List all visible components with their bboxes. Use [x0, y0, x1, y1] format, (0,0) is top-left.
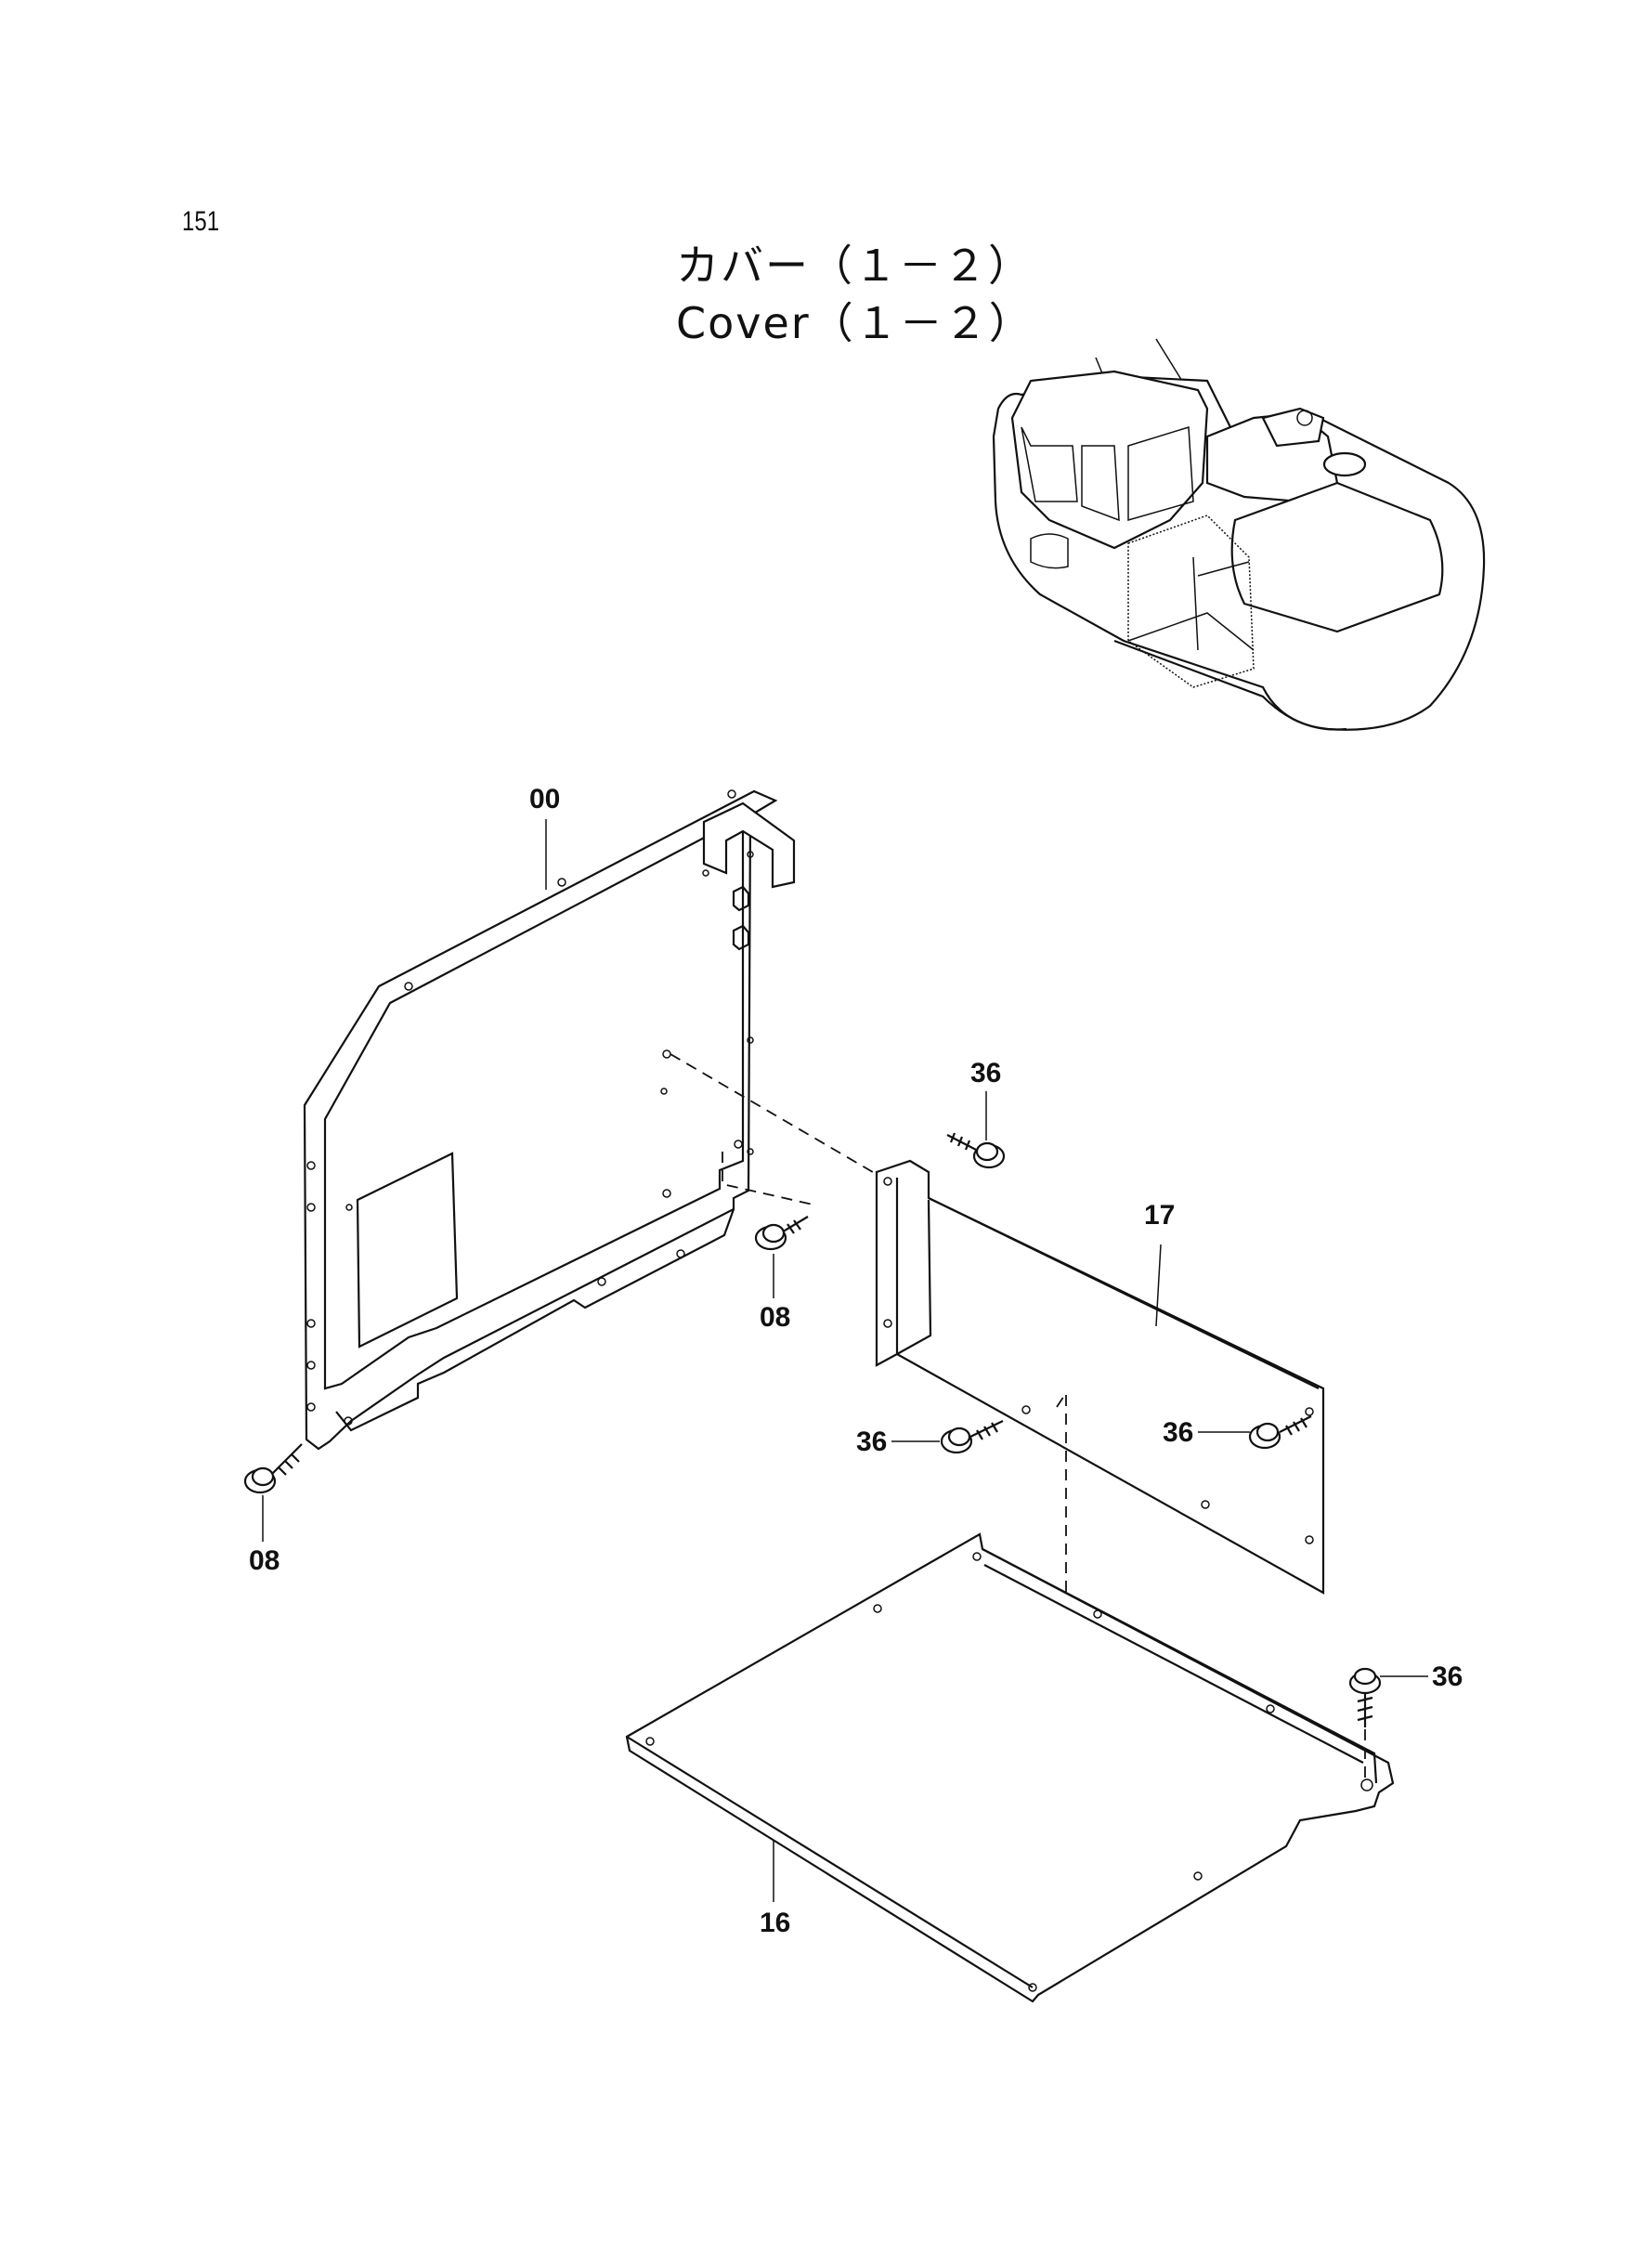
bolt-36-top [946, 1091, 1006, 1169]
excavator-overview [992, 338, 1486, 731]
bolt-36-bottom-right [1348, 1667, 1428, 1783]
callout-36-right: 36 [1163, 1417, 1193, 1448]
callout-08-center: 08 [760, 1302, 790, 1333]
bolt-08-left [243, 1443, 303, 1542]
title-japanese: カバー（１－２） [676, 241, 1033, 291]
part-00-frame [303, 789, 796, 1451]
callout-36-left: 36 [856, 1427, 887, 1457]
title-english: Cover（１－２） [676, 298, 1034, 348]
callout-00: 00 [529, 784, 560, 814]
callout-36-top: 36 [970, 1058, 1001, 1088]
callout-36-bottom-right: 36 [1432, 1661, 1463, 1692]
part-16-plate [625, 1532, 1395, 2003]
callout-17: 17 [1144, 1200, 1175, 1231]
bolt-36-right [1198, 1415, 1312, 1450]
callout-16: 16 [760, 1908, 790, 1938]
callout-08-left: 08 [249, 1545, 280, 1576]
bolt-36-left [891, 1420, 1004, 1454]
part-17-panel [875, 1159, 1325, 1595]
bolt-08-center [754, 1216, 809, 1298]
page-number: 151 [182, 206, 220, 237]
